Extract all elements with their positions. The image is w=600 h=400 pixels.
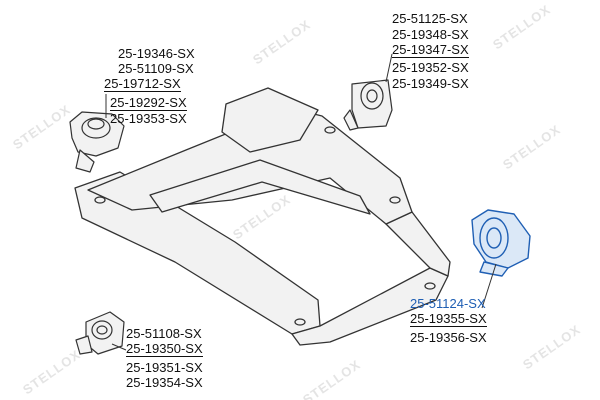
bolt-hole	[424, 282, 436, 290]
subframe	[74, 87, 451, 346]
mount-top-left	[69, 111, 125, 173]
part-number-label: 25-19347-SX	[392, 42, 469, 58]
leader-line-top-right	[385, 53, 393, 83]
leader-lines	[105, 53, 497, 351]
subframe-center-bracket	[221, 87, 319, 153]
part-number-label: 25-51108-SX	[126, 326, 202, 341]
part-number-label: 25-19350-SX	[126, 341, 203, 357]
part-number-label: 25-19349-SX	[392, 76, 469, 91]
part-number-label: 25-19712-SX	[104, 76, 181, 92]
part-number-label: 25-19356-SX	[410, 330, 487, 345]
part-number-label: 25-19354-SX	[126, 375, 203, 390]
subframe-inner-arm	[149, 159, 371, 215]
bolt-hole	[294, 318, 306, 326]
part-number-label: 25-51125-SX	[392, 11, 468, 26]
bolt-hole	[324, 126, 336, 134]
subframe-right-rail	[385, 211, 451, 277]
part-number-label: 25-19352-SX	[392, 60, 469, 75]
part-number-label: 25-19351-SX	[126, 360, 203, 375]
subframe-front-crossmember	[291, 267, 449, 346]
mount-bottom-left	[75, 311, 125, 355]
mount-bottom-right-highlighted	[471, 209, 531, 277]
part-number-label: 25-19355-SX	[410, 311, 487, 327]
mount-top-right	[343, 79, 393, 131]
part-number-label: 25-51109-SX	[118, 61, 194, 76]
part-number-label: 25-19353-SX	[110, 111, 187, 126]
part-number-label: 25-19292-SX	[110, 95, 187, 111]
bolt-hole	[94, 196, 106, 204]
part-number-label-highlighted: 25-51124-SX	[410, 296, 486, 311]
leader-line-bottom-left	[111, 343, 127, 351]
part-number-label: 25-19348-SX	[392, 27, 469, 42]
bolt-hole	[389, 196, 401, 204]
part-number-label: 25-19346-SX	[118, 46, 195, 61]
leader-line-bottom-right	[481, 263, 497, 309]
